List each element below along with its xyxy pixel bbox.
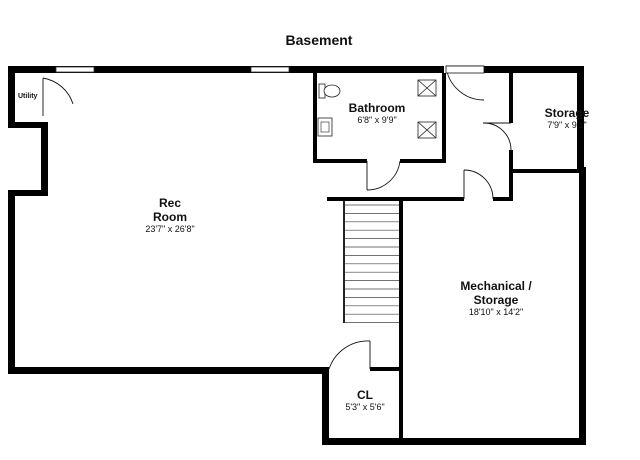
windows (55, 66, 290, 73)
mechanical-name-line2: Storage (474, 293, 519, 307)
rec-room-name-line2: Room (153, 210, 187, 224)
bathroom-dims: 6'8" x 9'9" (357, 115, 396, 125)
doors (42, 65, 512, 370)
interior-walls (313, 73, 581, 445)
bathroom-door (366, 160, 401, 191)
cl-dims: 5'3" x 5'6" (345, 402, 384, 412)
shower-icon (417, 121, 437, 139)
cl-name: CL (357, 388, 373, 402)
storage-dims: 7'9" x 9'1" (547, 120, 586, 130)
cl-door (328, 340, 371, 370)
window (55, 66, 95, 73)
bathroom-fixtures (317, 79, 437, 139)
sink-icon (317, 117, 333, 137)
utility-door (42, 77, 74, 116)
mechanical-dims: 18'10" x 14'2" (469, 307, 523, 317)
rec-room-name-line1: Rec (159, 196, 181, 210)
room-labels: Utility Rec Room 23'7" x 26'8" Bathroom … (18, 93, 590, 412)
rec-room-dims: 23'7" x 26'8" (145, 224, 194, 234)
shower-icon (417, 79, 437, 97)
storage-name: Storage (545, 106, 590, 120)
utility-label: Utility (18, 93, 38, 100)
plan-title: Basement (286, 32, 353, 48)
stairs (345, 204, 399, 323)
storage-door (483, 122, 512, 151)
toilet-icon (318, 83, 341, 99)
mechanical-name-line1: Mechanical / (460, 279, 532, 293)
stair-door (463, 169, 494, 200)
window (250, 66, 290, 73)
bathroom-name: Bathroom (349, 101, 406, 115)
walls (8, 66, 586, 445)
